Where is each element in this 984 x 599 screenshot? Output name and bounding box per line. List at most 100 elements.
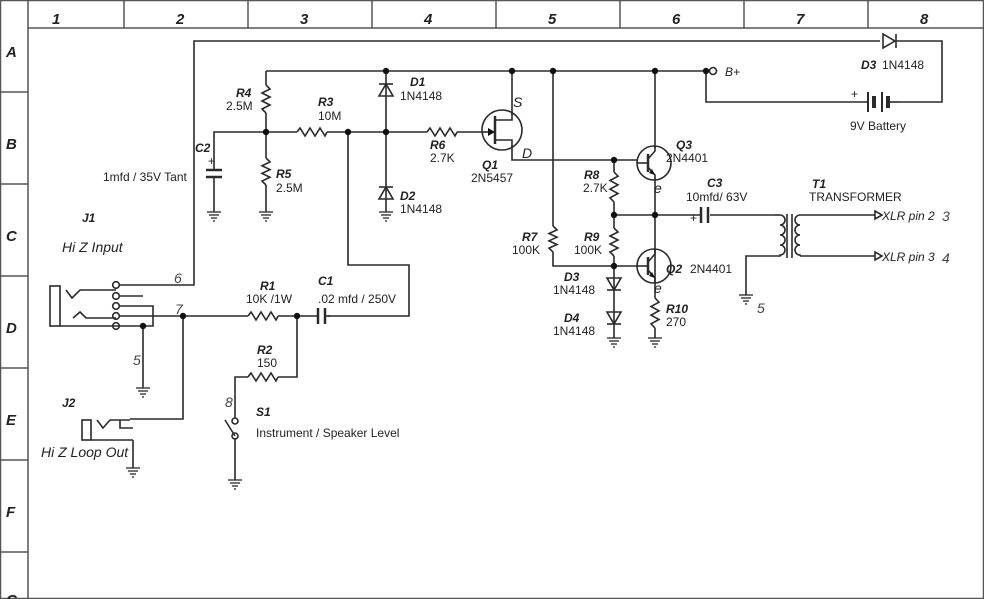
capacitor-c3: [699, 207, 710, 223]
col-label: 7: [796, 11, 805, 28]
r5-ref: R5: [276, 167, 292, 181]
q2-value: 2N4401: [690, 262, 732, 276]
wires: [130, 40, 943, 480]
pin-number: 3: [942, 208, 950, 224]
ground-icon: [379, 211, 393, 222]
q1-ref: Q1: [482, 158, 498, 172]
pin-number: 5: [133, 352, 141, 368]
ground-icon: [228, 479, 242, 490]
junction-dot: [610, 262, 618, 270]
resistor-r2: [247, 371, 279, 383]
ground-icon: [207, 211, 221, 222]
bplus-terminal-icon: [708, 66, 718, 76]
resistor-r7: [547, 225, 559, 253]
diode-d3: [605, 277, 623, 292]
junction-dot: [382, 128, 390, 136]
c1-value: .02 mfd / 250V: [318, 292, 396, 306]
q3-emitter-label: e: [654, 180, 662, 196]
resistor-r4: [260, 84, 272, 114]
battery-icon: [866, 92, 900, 112]
junction-dot: [344, 128, 352, 136]
junction-dot: [610, 211, 618, 219]
ground-icon: [126, 467, 140, 478]
resistor-r5: [260, 157, 272, 186]
d2-ref: D2: [400, 189, 416, 203]
q1-value: 2N5457: [471, 171, 513, 185]
junction-dot: [139, 322, 147, 330]
d4-ref: D4: [564, 311, 580, 325]
col-label: 8: [920, 11, 929, 28]
r10-ref: R10: [666, 302, 688, 316]
c3-plus: +: [690, 211, 697, 225]
ground-icon: [259, 211, 273, 222]
c2-plus: +: [208, 154, 215, 168]
d3-battery-ref: D3: [861, 58, 877, 72]
r3-ref: R3: [318, 95, 334, 109]
transformer-t1: [775, 214, 801, 258]
d3-battery-value: 1N4148: [882, 58, 924, 72]
r7-value: 100K: [512, 243, 540, 257]
xlr-pin3-label: XLR pin 3: [881, 250, 935, 264]
ground-icon: [136, 387, 150, 398]
xlr-output-arrow-icon: [874, 209, 884, 221]
ground-icon: [648, 337, 662, 348]
pin-number: 7: [175, 301, 184, 317]
j2-label: Hi Z Loop Out: [41, 444, 129, 460]
c3-value: 10mfd/ 63V: [686, 190, 747, 204]
row-label: G: [6, 592, 18, 599]
xlr-output-arrow-icon: [874, 250, 884, 262]
c1-ref: C1: [318, 274, 334, 288]
component-symbols: [49, 32, 900, 490]
diode-d4: [605, 311, 623, 326]
r1-value: 10K /1W: [246, 292, 293, 306]
q3-ref: Q3: [676, 138, 692, 152]
input-jack-j1: [49, 280, 154, 331]
r2-ref: R2: [257, 343, 273, 357]
row-label: C: [6, 228, 18, 245]
j1-ref: J1: [82, 211, 96, 225]
bplus-label: B+: [725, 65, 740, 79]
r6-ref: R6: [430, 138, 446, 152]
r9-ref: R9: [584, 230, 600, 244]
row-label: F: [6, 504, 16, 521]
jfet-q1: [481, 109, 523, 151]
junction-dot: [293, 312, 301, 320]
d2-value: 1N4148: [400, 202, 442, 216]
diode-d2: [377, 185, 395, 200]
row-label: A: [5, 44, 17, 61]
r3-value: 10M: [318, 109, 341, 123]
col-label: 3: [300, 11, 309, 28]
r10-value: 270: [666, 315, 686, 329]
junction-dot: [179, 312, 187, 320]
r4-value: 2.5M: [226, 99, 253, 113]
s1-ref: S1: [256, 405, 271, 419]
junction-dot: [262, 128, 270, 136]
col-label: 2: [175, 11, 185, 28]
xlr-pin2-label: XLR pin 2: [881, 209, 935, 223]
r6-value: 2.7K: [430, 151, 455, 165]
junction-dot: [651, 67, 659, 75]
col-label: 1: [52, 11, 60, 28]
transistor-q3: [636, 145, 672, 181]
component-labels: R4 2.5M R3 10M R5 2.5M C2 1mfd / 35V Tan…: [41, 58, 950, 460]
battery-plus: +: [851, 87, 858, 101]
junction-dot: [549, 67, 557, 75]
loop-out-jack-j2: [81, 419, 133, 441]
pin-number: 5: [757, 300, 765, 316]
ground-icon: [739, 294, 753, 305]
j2-ref: J2: [62, 396, 76, 410]
r7-ref: R7: [522, 230, 539, 244]
d3-value: 1N4148: [553, 283, 595, 297]
resistor-r9: [608, 227, 620, 257]
junction-dot: [702, 67, 710, 75]
t1-value: TRANSFORMER: [809, 190, 902, 204]
r2-value: 150: [257, 356, 277, 370]
col-label: 6: [672, 11, 681, 28]
capacitor-c1: [316, 308, 330, 324]
r8-value: 2.7K: [583, 181, 608, 195]
junction-dot: [382, 67, 390, 75]
row-label: E: [6, 412, 17, 429]
row-labels: A B C D E F G: [5, 44, 18, 599]
